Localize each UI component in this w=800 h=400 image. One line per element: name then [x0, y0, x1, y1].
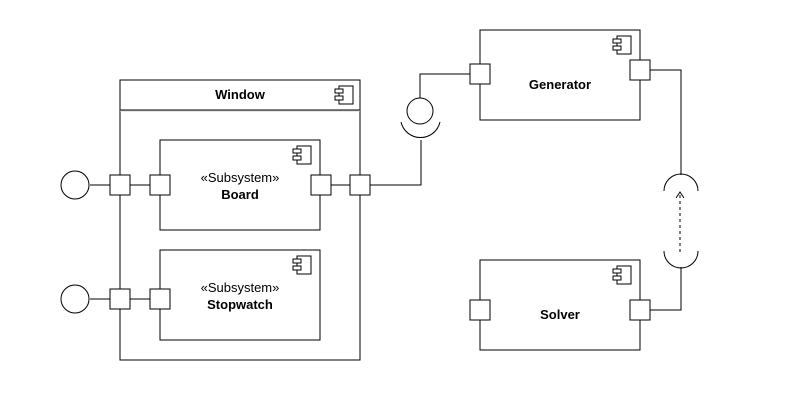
board-lollipop-icon[interactable]	[60, 170, 90, 200]
component-icon	[334, 85, 354, 105]
board-stereotype: «Subsystem»	[201, 170, 280, 185]
window-socket-icon[interactable]	[400, 121, 441, 138]
solver-name: Solver	[540, 307, 580, 322]
board-subsystem[interactable]: «Subsystem» Board	[159, 139, 321, 231]
generator-component[interactable]: Generator	[479, 29, 641, 121]
stopwatch-name: Stopwatch	[207, 297, 273, 312]
solver-socket-icon[interactable]	[663, 250, 699, 269]
connectors	[90, 69, 681, 311]
generator-name: Generator	[529, 77, 591, 92]
component-icon	[612, 35, 632, 55]
board-port-right[interactable]	[310, 174, 332, 196]
stopwatch-stereotype: «Subsystem»	[201, 280, 280, 295]
generator-port-right[interactable]	[629, 59, 651, 81]
window-port-right[interactable]	[349, 174, 371, 196]
component-icon	[612, 265, 632, 285]
stopwatch-port-left[interactable]	[149, 288, 171, 310]
generator-port-left[interactable]	[469, 63, 491, 85]
stopwatch-lollipop-icon[interactable]	[60, 284, 90, 314]
generator-socket-icon[interactable]	[663, 173, 699, 192]
board-name: Board	[221, 187, 259, 202]
window-title: Window	[215, 87, 266, 102]
generator-lollipop-icon[interactable]	[406, 97, 434, 125]
component-icon	[292, 255, 312, 275]
board-port-left[interactable]	[149, 174, 171, 196]
window-port-board[interactable]	[109, 174, 131, 196]
window-port-stopwatch[interactable]	[109, 288, 131, 310]
stopwatch-subsystem[interactable]: «Subsystem» Stopwatch	[159, 249, 321, 341]
solver-port-left[interactable]	[469, 299, 491, 321]
solver-component[interactable]: Solver	[479, 259, 641, 351]
solver-port-right[interactable]	[629, 299, 651, 321]
component-icon	[292, 145, 312, 165]
